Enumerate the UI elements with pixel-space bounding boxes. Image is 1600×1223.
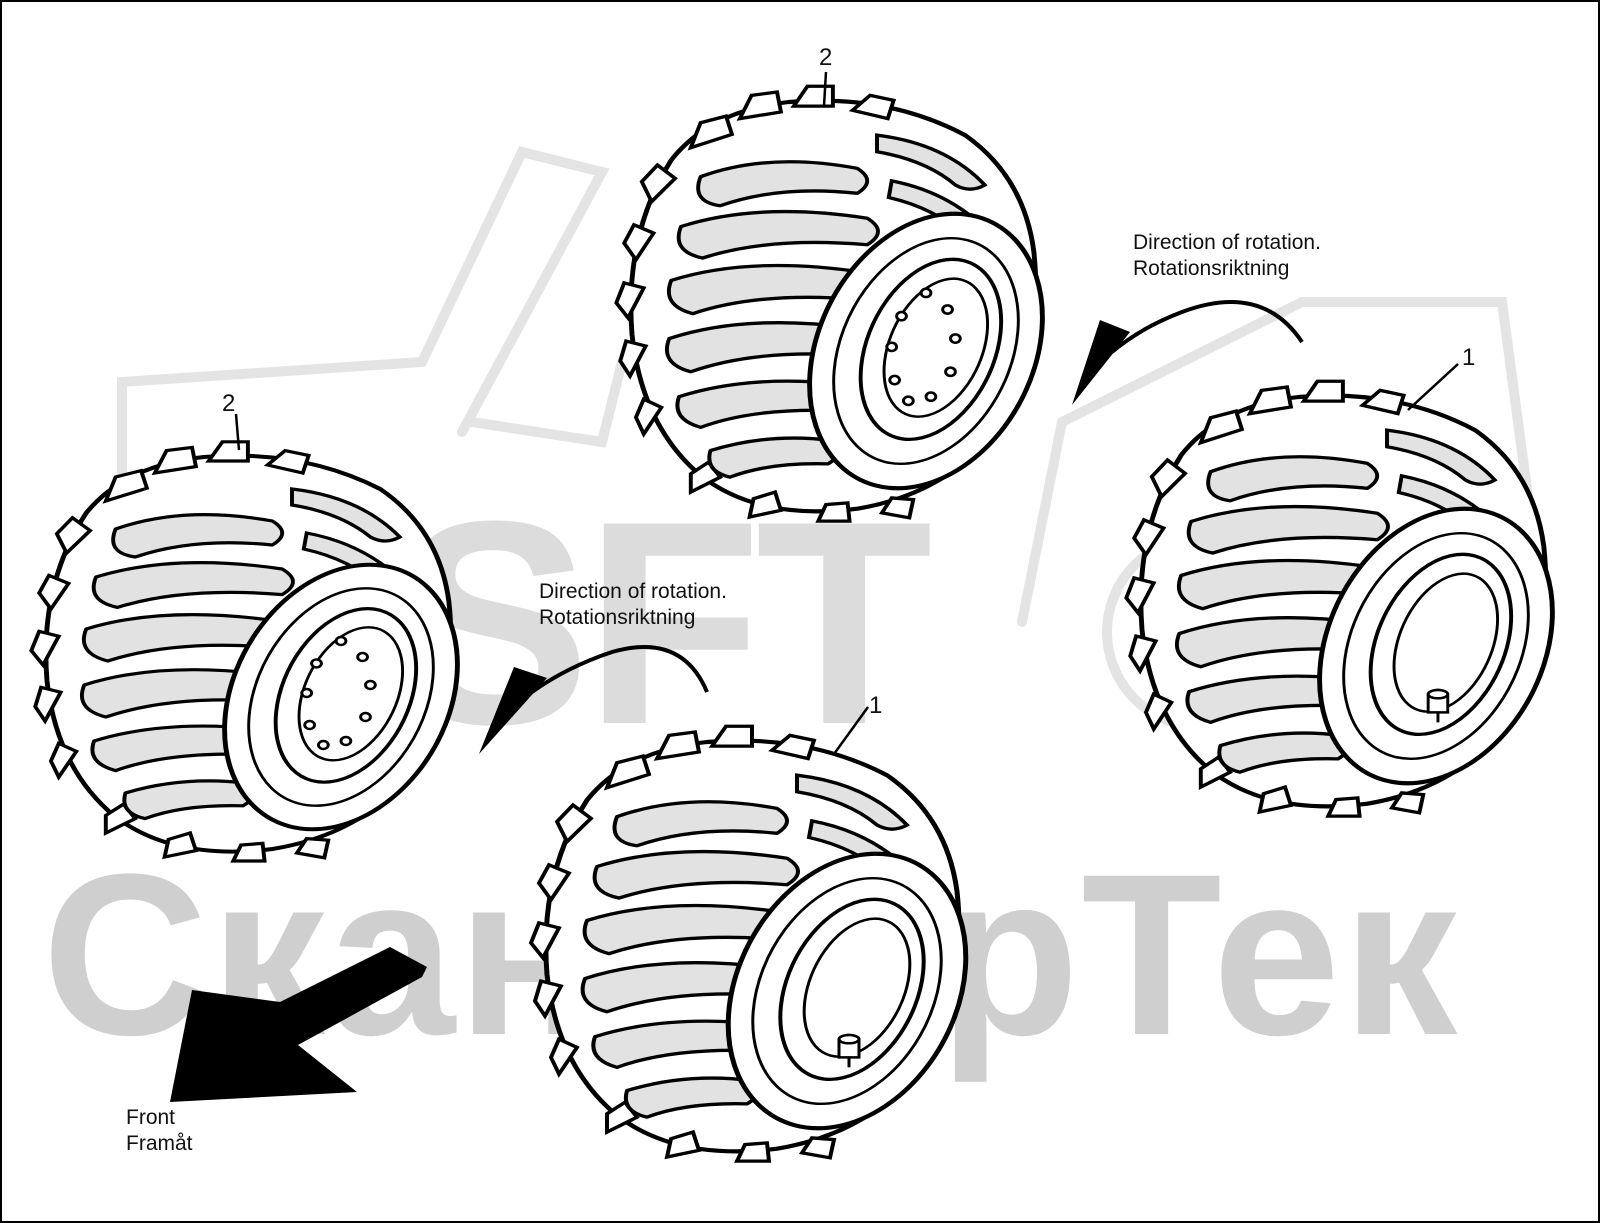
- rotation-label-left-line2: Rotationsriktning: [539, 606, 696, 629]
- rotation-label-right: Direction of rotation. Rotationsriktning: [1133, 230, 1321, 282]
- callout-number-front-left: 2: [819, 44, 833, 71]
- callout-leaders: [234, 71, 1459, 755]
- front-label: Front Framåt: [126, 1105, 193, 1157]
- callout-number-front-right: 1: [1462, 344, 1476, 371]
- rotation-label-right-line1: Direction of rotation.: [1133, 231, 1321, 254]
- front-direction-arrow: [170, 947, 427, 1102]
- callout-number-rear-left: 2: [222, 390, 236, 417]
- front-label-line2: Framåt: [126, 1132, 193, 1155]
- rotation-label-left-line1: Direction of rotation.: [539, 580, 727, 603]
- rotation-arrow-right: [1072, 300, 1304, 405]
- wheel-rear-left: [31, 442, 497, 861]
- rotation-label-left: Direction of rotation. Rotationsriktning: [539, 579, 727, 631]
- front-label-line1: Front: [126, 1106, 176, 1129]
- rotation-label-right-line2: Rotationsriktning: [1133, 257, 1290, 280]
- wheel-rear-right: [531, 726, 1006, 1161]
- callout-number-rear-right: 1: [869, 692, 883, 719]
- wheel-front-left: [616, 86, 1082, 521]
- rotation-arrow-left: [479, 645, 709, 754]
